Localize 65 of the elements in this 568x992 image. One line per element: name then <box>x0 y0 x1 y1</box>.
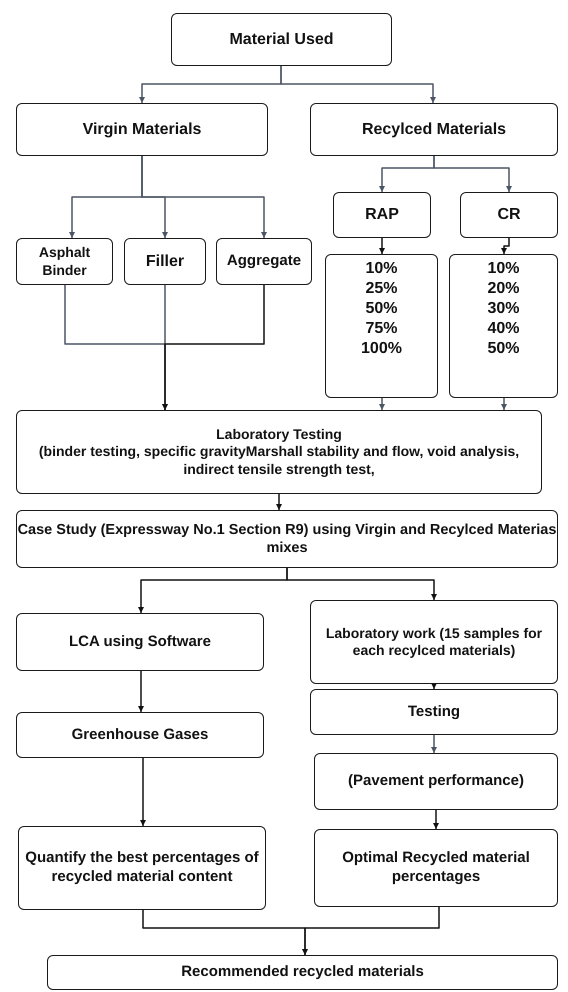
arrow <box>433 156 512 192</box>
box-label: 75% <box>365 319 398 339</box>
process-box <box>333 192 431 238</box>
box-label: 40% <box>487 319 520 339</box>
process-box <box>449 254 558 398</box>
box-label: 50% <box>365 299 398 319</box>
box-label: Asphalt Binder <box>38 244 92 279</box>
box-label: Recylced Materials <box>362 120 506 140</box>
process-box <box>310 689 558 735</box>
box-label: Filler <box>146 252 184 272</box>
process-box <box>16 410 542 494</box>
arrow <box>286 568 437 600</box>
process-box <box>310 103 558 156</box>
box-label: (binder testing, specific gravityMarshall stability and flow, void analysis, indirect tensile strength test, <box>38 443 520 478</box>
box-label: 20% <box>487 279 520 299</box>
process-box <box>16 613 264 671</box>
box-label: Quantify the best percentages of recycled material content <box>24 849 260 887</box>
arrow <box>140 758 146 826</box>
box-label: 100% <box>361 339 402 359</box>
box-label: 50% <box>487 339 520 359</box>
box-label: Case Study (Expressway No.1 Section R9) using Virgin and Recylced Materias mixes <box>17 520 557 558</box>
process-box <box>310 600 558 684</box>
process-box <box>325 254 438 398</box>
arrow <box>501 238 510 254</box>
arrow <box>138 671 144 712</box>
box-label: 30% <box>487 299 520 319</box>
arrow <box>431 683 437 689</box>
process-box <box>16 712 264 758</box>
box-label: 10% <box>487 259 520 279</box>
box-label: Laboratory work (15 samples for each recylced materials) <box>324 624 544 660</box>
box-label: 10% <box>365 259 398 279</box>
arrow <box>276 494 282 510</box>
process-box <box>171 13 392 66</box>
process-box <box>460 192 558 238</box>
process-box <box>314 829 558 907</box>
arrow <box>302 907 440 955</box>
process-box <box>18 826 266 910</box>
box-label: Greenhouse Gases <box>72 726 208 744</box>
process-box <box>16 510 558 568</box>
box-label: Aggregate <box>226 252 302 271</box>
process-box <box>124 238 206 285</box>
box-label: Virgin Materials <box>82 120 202 140</box>
box-label: Optimal Recycled material percentages <box>341 849 531 887</box>
arrow <box>162 285 265 410</box>
box-label: 25% <box>365 279 398 299</box>
box-label: Testing <box>408 702 460 722</box>
process-box <box>314 753 558 810</box>
box-label: Laboratory Testing <box>216 426 342 444</box>
process-box <box>16 103 268 156</box>
process-box <box>16 238 113 285</box>
arrow <box>141 156 267 238</box>
box-label: Material Used <box>229 30 334 50</box>
arrow <box>379 398 385 410</box>
box-label: LCA using Software <box>69 632 211 652</box>
arrow <box>501 398 507 410</box>
box-label: RAP <box>365 205 399 225</box>
arrow <box>431 735 437 753</box>
box-label: Recommended recycled materials <box>181 963 424 982</box>
arrow <box>280 66 436 103</box>
arrow <box>433 810 439 829</box>
process-box <box>216 238 312 285</box>
box-label: CR <box>497 205 521 225</box>
box-label: (Pavement performance) <box>348 772 524 791</box>
arrow <box>379 238 385 254</box>
process-box <box>47 955 558 990</box>
